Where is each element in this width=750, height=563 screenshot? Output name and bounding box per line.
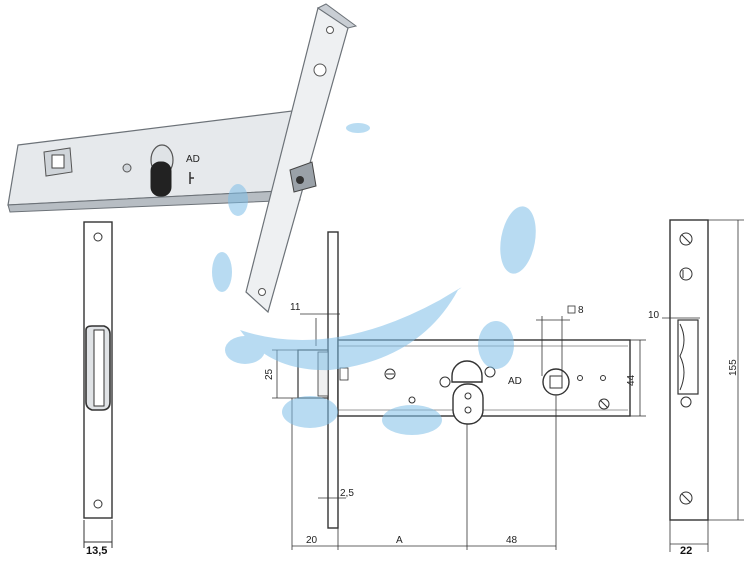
dim-front-20: 20 bbox=[306, 535, 318, 546]
dim-plate-length: 155 bbox=[728, 359, 739, 376]
dim-backset-a: A bbox=[396, 535, 403, 546]
dim-square-spindle: 8 bbox=[578, 305, 584, 316]
faceplate-view: 10 155 22 bbox=[648, 219, 744, 557]
dim-plate-thickness: 2,5 bbox=[340, 488, 354, 499]
dim-center-48: 48 bbox=[506, 535, 518, 546]
lock-3d-render: AD bbox=[7, 3, 358, 314]
front-elevation: AD 11 25 2,5 20 A 48 bbox=[264, 231, 646, 550]
dim-side-width: 13,5 bbox=[86, 545, 107, 557]
dim-plate-slot: 10 bbox=[648, 310, 660, 321]
watermark-logo bbox=[212, 123, 536, 435]
dim-latch-offset: 11 bbox=[290, 302, 301, 313]
svg-text:AD: AD bbox=[186, 154, 200, 165]
dim-body-height: 44 bbox=[626, 374, 637, 386]
svg-text:AD: AD bbox=[508, 376, 522, 387]
dim-plate-width: 22 bbox=[680, 545, 692, 557]
side-view: 13,5 bbox=[83, 221, 113, 557]
dim-latch-height: 25 bbox=[264, 368, 275, 380]
